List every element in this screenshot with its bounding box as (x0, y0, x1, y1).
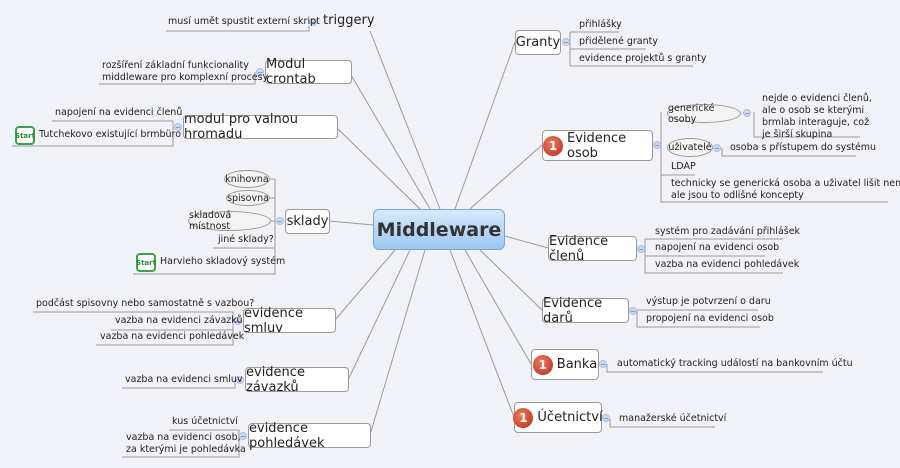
subtopic-skladova-mistnost[interactable]: skladová místnost (188, 210, 271, 232)
collapse-icon[interactable] (743, 109, 751, 117)
line: rozšíření základní funkcionality (102, 60, 249, 71)
subtopic[interactable]: vazba na evidenci pohledávek (100, 331, 245, 342)
line: middleware pro komplexní procesy (102, 72, 269, 83)
subtopic[interactable]: napojení na evidenci členů (55, 107, 183, 118)
collapse-icon[interactable] (256, 68, 264, 76)
topic-label: Evidence darů (543, 295, 603, 326)
topic-granty[interactable]: Granty (515, 30, 561, 55)
topic-label: evidence pohledávek (249, 420, 325, 451)
subtopic-spisovna[interactable]: spisovna (226, 190, 270, 206)
start-marker-icon: Start (15, 126, 35, 145)
topic-label: sklady (286, 214, 329, 229)
subtopic[interactable]: technicky se generická osoba a uživatel … (671, 178, 900, 202)
subtopic[interactable]: kus účetnictví (172, 416, 238, 427)
topic-evidence-pohledavek[interactable]: evidence pohledávek (248, 420, 371, 451)
subtopic-knihovna[interactable]: knihovna (224, 170, 270, 188)
collapse-icon[interactable] (713, 144, 721, 152)
central-topic-middleware[interactable]: Middleware (373, 209, 505, 250)
subtopic[interactable]: vazba na evidenci smluv (125, 374, 243, 385)
subtopic[interactable]: výstup je potvrzení o daru (646, 296, 771, 307)
line: za kterými je pohledávka (126, 444, 246, 455)
topic-sklady[interactable]: sklady (285, 209, 330, 234)
subtopic[interactable]: LDAP (671, 161, 696, 172)
line: ale o osob se kterými (762, 105, 865, 116)
topic-evidence-zavazku[interactable]: evidence závazků (245, 364, 349, 395)
subtopic-uzivatele[interactable]: uživatelé (667, 138, 713, 157)
subtopic[interactable]: evidence projektů s granty (579, 53, 707, 64)
subtopic[interactable]: napojení na evidenci osob (655, 242, 780, 253)
subtopic[interactable]: automatický tracking událostí na bankovn… (617, 358, 853, 369)
collapse-icon[interactable] (239, 432, 247, 440)
line: brmlab interaguje, což (762, 117, 870, 128)
topic-label: Granty (515, 35, 561, 50)
topic-label: modul pro valnou hromadu (184, 112, 298, 142)
marker-label: Start (136, 258, 156, 267)
topic-modul-pro-valnou-hromadu[interactable]: modul pro valnou hromadu (183, 112, 338, 142)
topic-label: Účetnictví (537, 410, 603, 425)
topic-evidence-clenu[interactable]: Evidence členů (548, 233, 637, 264)
collapse-icon[interactable] (599, 360, 607, 368)
line: je širší skupina (762, 129, 833, 140)
collapse-icon[interactable] (653, 141, 661, 149)
topic-label: Banka (556, 357, 598, 372)
collapse-icon[interactable] (234, 317, 242, 325)
subtopic[interactable]: Tutchekovo existující brmbüro (39, 129, 182, 140)
line: technicky se generická osoba a uživatel … (671, 178, 900, 189)
collapse-icon[interactable] (276, 217, 284, 225)
topic-label: evidence závazků (246, 364, 305, 395)
subtopic[interactable]: podčást spisovny nebo samostatně s vazbo… (36, 298, 255, 309)
subtopic[interactable]: manažerské účetnictví (619, 413, 727, 424)
topic-label: evidence smluv (244, 305, 303, 336)
subtopic[interactable]: přidělené granty (579, 36, 658, 47)
subtopic[interactable]: jiné sklady? (218, 234, 274, 245)
topic-label: Evidence osob (567, 130, 627, 161)
topic-evidence-daru[interactable]: Evidence darů (542, 295, 629, 326)
line: vazba na evidenci osob, (126, 432, 241, 443)
collapse-icon[interactable] (309, 18, 317, 26)
topic-label: Modul crontab (266, 57, 316, 87)
line: nejde o evidenci členů, (762, 93, 872, 104)
marker-label: Start (15, 131, 35, 140)
topic-evidence-smluv[interactable]: evidence smluv (243, 305, 336, 336)
subtopic[interactable]: Harvieho skladový systém (160, 256, 286, 267)
line: ale jsou to odlišné koncepty (671, 190, 804, 201)
priority-1-icon: 1 (532, 354, 553, 375)
topic-triggery[interactable]: triggery (323, 13, 375, 28)
collapse-icon[interactable] (602, 414, 610, 422)
subtopic[interactable]: osoba s přístupem do systému (730, 142, 877, 153)
priority-1-icon: 1 (513, 407, 534, 428)
subtopic[interactable]: vazba na evidenci pohledávek (655, 259, 800, 270)
subtopic[interactable]: musí umět spustit externí skript (168, 16, 320, 27)
subtopic[interactable]: vazba na evidenci závazků (115, 315, 243, 326)
topic-modul-crontab[interactable]: Modul crontab (265, 57, 352, 87)
topic-label: Evidence členů (549, 233, 609, 264)
collapse-icon[interactable] (629, 307, 637, 315)
collapse-icon[interactable] (562, 38, 570, 46)
subtopic-genericke-osoby[interactable]: generické osoby (667, 103, 741, 125)
subtopic[interactable]: propojení na evidenci osob (646, 313, 774, 324)
subtopic[interactable]: přihlášky (579, 19, 622, 30)
subtopic[interactable]: systém pro zadávání přihlášek (655, 226, 801, 237)
subtopic[interactable]: nejde o evidenci členů,ale o osob se kte… (762, 93, 872, 141)
collapse-icon[interactable] (236, 376, 244, 384)
subtopic[interactable]: vazba na evidenci osob,za kterými je poh… (126, 432, 246, 456)
collapse-icon[interactable] (174, 123, 182, 131)
collapse-icon[interactable] (637, 245, 645, 253)
start-marker-icon: Start (136, 253, 156, 272)
priority-1-icon: 1 (543, 135, 563, 156)
